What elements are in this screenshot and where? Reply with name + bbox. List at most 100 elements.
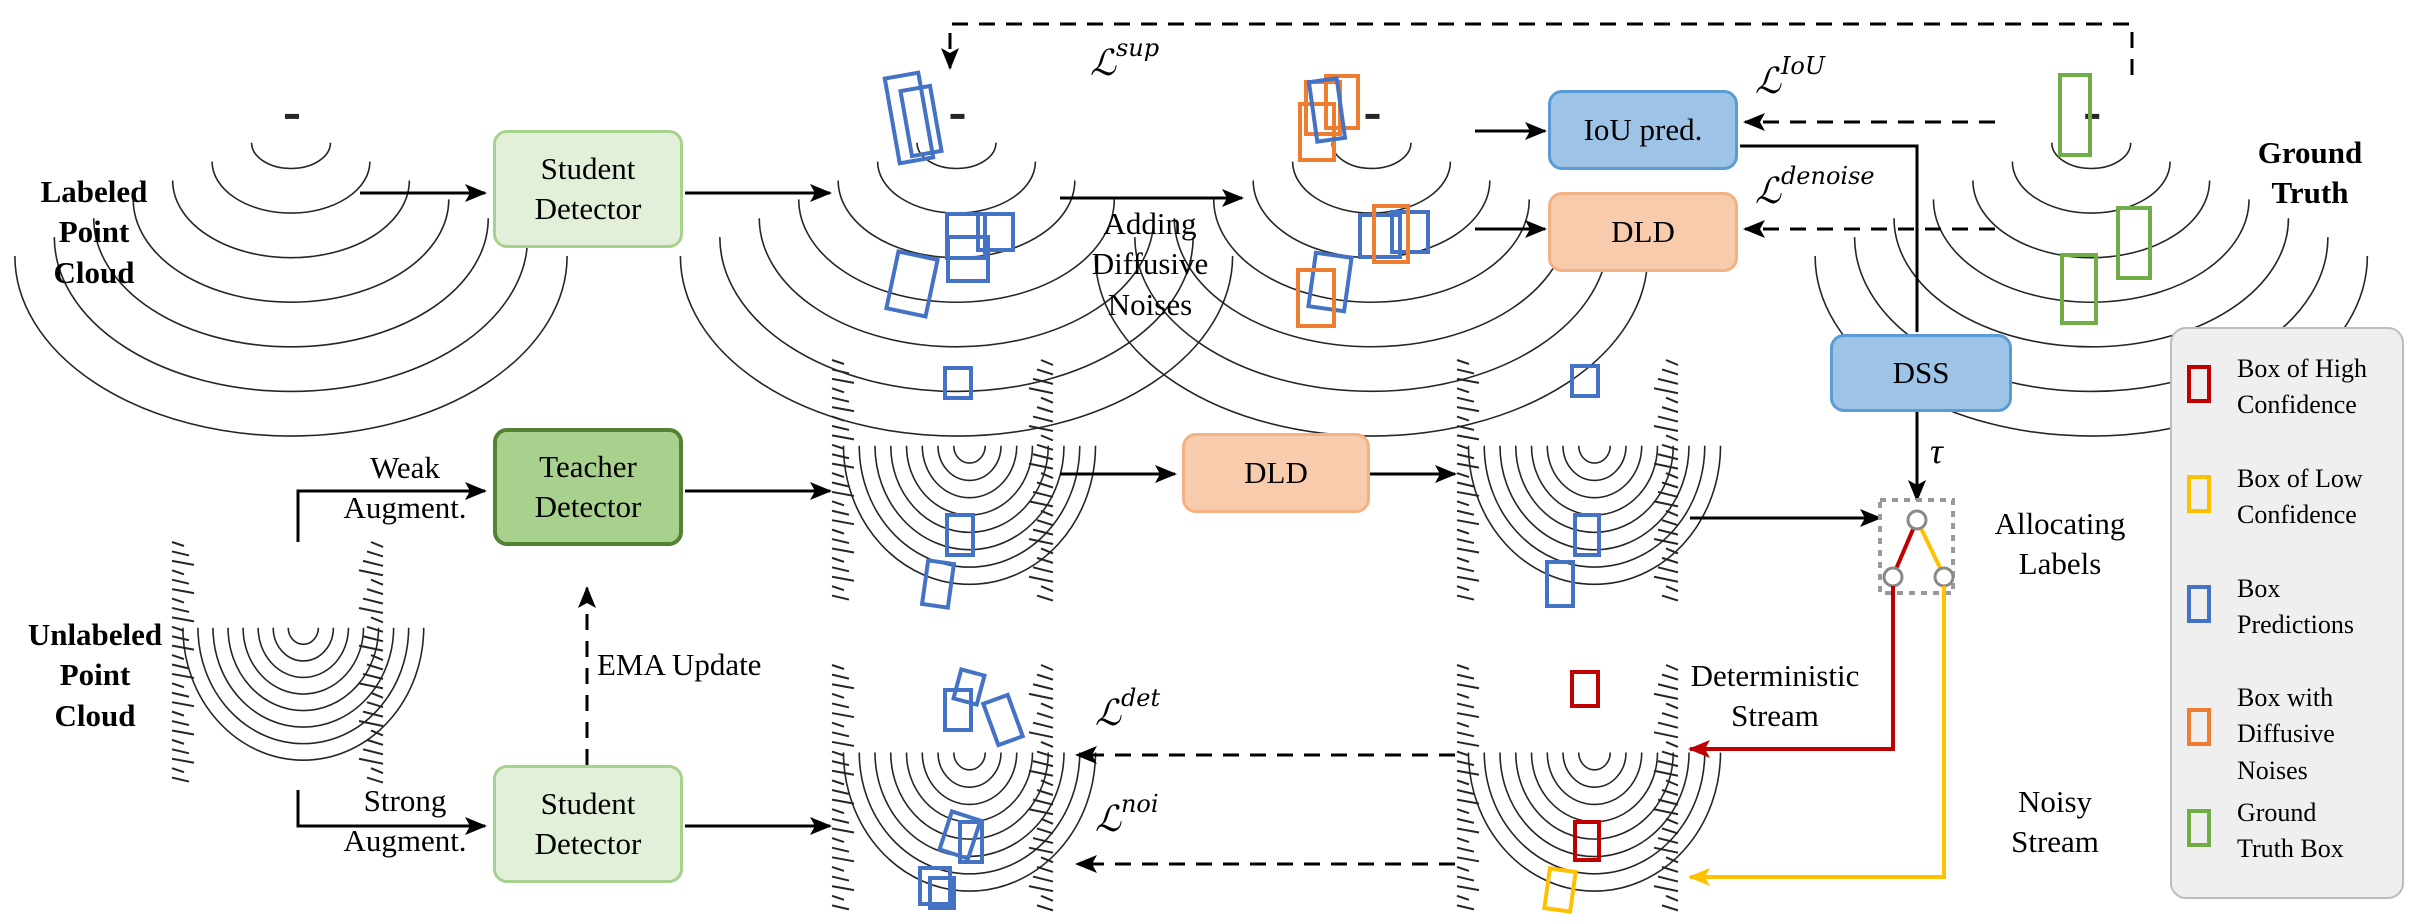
loss-sup: ℒsup: [1090, 34, 1160, 84]
legend-swatch-diffusive-noises: [2187, 708, 2211, 746]
prediction-box: [976, 212, 1015, 252]
scan-edge-left: [171, 635, 190, 642]
scan-edge-left: [1456, 443, 1470, 450]
scan-edge-left: [1456, 702, 1475, 709]
scan-edge-left: [1456, 594, 1475, 601]
scan-edge-right: [1665, 856, 1679, 864]
scan-edge-right: [1661, 594, 1679, 602]
scan-edge-left: [831, 519, 855, 526]
scan-edge-right: [1036, 789, 1054, 796]
scan-edge-right: [1657, 837, 1679, 845]
prediction-box: [1570, 364, 1600, 398]
scan-ring: [874, 445, 1065, 551]
scan-edge-left: [1456, 368, 1475, 375]
scan-edge-left: [1456, 798, 1480, 805]
scan-edge-right: [370, 654, 384, 661]
scan-edge-right: [1657, 566, 1679, 574]
scan-edge-left: [1456, 731, 1475, 738]
scan-edge-left: [171, 588, 195, 595]
allocation-dashed-box: [1878, 498, 1955, 595]
prediction-box: [898, 83, 944, 159]
scan-edge-right: [1040, 702, 1054, 710]
scan-edge-right: [1661, 789, 1679, 796]
scan-edge-right: [366, 663, 384, 671]
prediction-box: [884, 249, 940, 319]
scan-edge-right: [1657, 721, 1679, 729]
scan-edge-left: [1456, 462, 1480, 469]
prediction-box: [945, 513, 975, 557]
scan-edge-left: [831, 894, 845, 901]
scan-edge-left: [831, 683, 855, 690]
scan-edge-right: [1032, 566, 1054, 574]
scan-edge-left: [831, 827, 855, 834]
scan-edge-left: [1456, 817, 1475, 824]
scan-edge-left: [831, 712, 855, 719]
scan-edge-left: [1456, 865, 1470, 872]
scan-edge-left: [1456, 683, 1480, 690]
scan-edge-right: [362, 710, 384, 718]
scan-ring: [171, 180, 411, 259]
scan-edge-left: [1456, 481, 1475, 488]
scan-ring: [1577, 445, 1612, 464]
scan-edge-right: [1661, 481, 1679, 489]
scan-edge-right: [1040, 547, 1054, 555]
scan-ring: [1853, 237, 2329, 393]
prediction-box: [1306, 76, 1348, 144]
scan-edge-right: [1028, 846, 1054, 854]
scan-edge-right: [1653, 769, 1679, 777]
scan-edge-right: [362, 635, 384, 643]
adding-noises-label: Adding Diffusive Noises: [1091, 206, 1209, 322]
scan-edge-right: [1653, 500, 1679, 508]
scan-edge-right: [1028, 387, 1054, 395]
scan-edge-left: [831, 808, 845, 815]
scan-edge-right: [1661, 673, 1679, 681]
scan-edge-left: [831, 731, 850, 738]
scan-edge-left: [171, 550, 190, 557]
scan-ring: [1562, 445, 1627, 482]
scan-edge-right: [362, 559, 384, 567]
scan-edge-left: [831, 904, 850, 911]
scan-edge-left: [1456, 885, 1480, 892]
prediction-box: [937, 808, 983, 862]
scan-streams: [1456, 664, 1722, 912]
scan-edge-right: [1665, 702, 1679, 710]
scan-edge-right: [1653, 731, 1679, 739]
scan-edge-right: [366, 550, 384, 558]
scan-edge-left: [171, 578, 190, 585]
scan-edge-left: [1456, 808, 1470, 815]
scan-ring: [842, 752, 1097, 892]
scan-edge-left: [831, 368, 850, 375]
scan-sensor: [950, 113, 965, 119]
scan-ring: [921, 752, 1018, 806]
scan-ring: [272, 627, 335, 662]
scan-edge-left: [1456, 415, 1470, 422]
prediction-box: [1306, 250, 1354, 314]
allocation-node-top: [1906, 509, 1928, 531]
scan-edge-right: [1665, 472, 1679, 480]
prediction-box: [928, 876, 956, 910]
scan-denoised: [1456, 359, 1722, 602]
scan-edge-left: [171, 729, 195, 736]
scan-edge-left: [1456, 692, 1470, 699]
scan-edge-left: [1456, 585, 1470, 592]
scan-ring: [227, 627, 380, 712]
scan-edge-right: [1665, 359, 1679, 366]
scan-edge-left: [831, 415, 845, 422]
scan-ring: [858, 752, 1081, 875]
scan-edge-right: [362, 672, 384, 680]
scan-ring: [758, 218, 1155, 347]
scan-ring: [92, 218, 490, 348]
scan-edge-right: [1032, 683, 1054, 691]
scan-edge-right: [358, 720, 384, 728]
legend-swatch-predictions: [2187, 585, 2211, 623]
scan-edge-right: [1040, 359, 1054, 366]
scan-edge-left: [171, 767, 185, 774]
scan-edge-right: [1036, 750, 1054, 758]
scan-edge-right: [362, 748, 384, 756]
allocation-node-left: [1882, 566, 1904, 588]
high-confidence-box: [1570, 670, 1600, 708]
scan-edge-right: [1028, 885, 1054, 893]
dld-mid-node: DLD: [1182, 433, 1370, 513]
scan-edge-right: [1657, 490, 1679, 498]
